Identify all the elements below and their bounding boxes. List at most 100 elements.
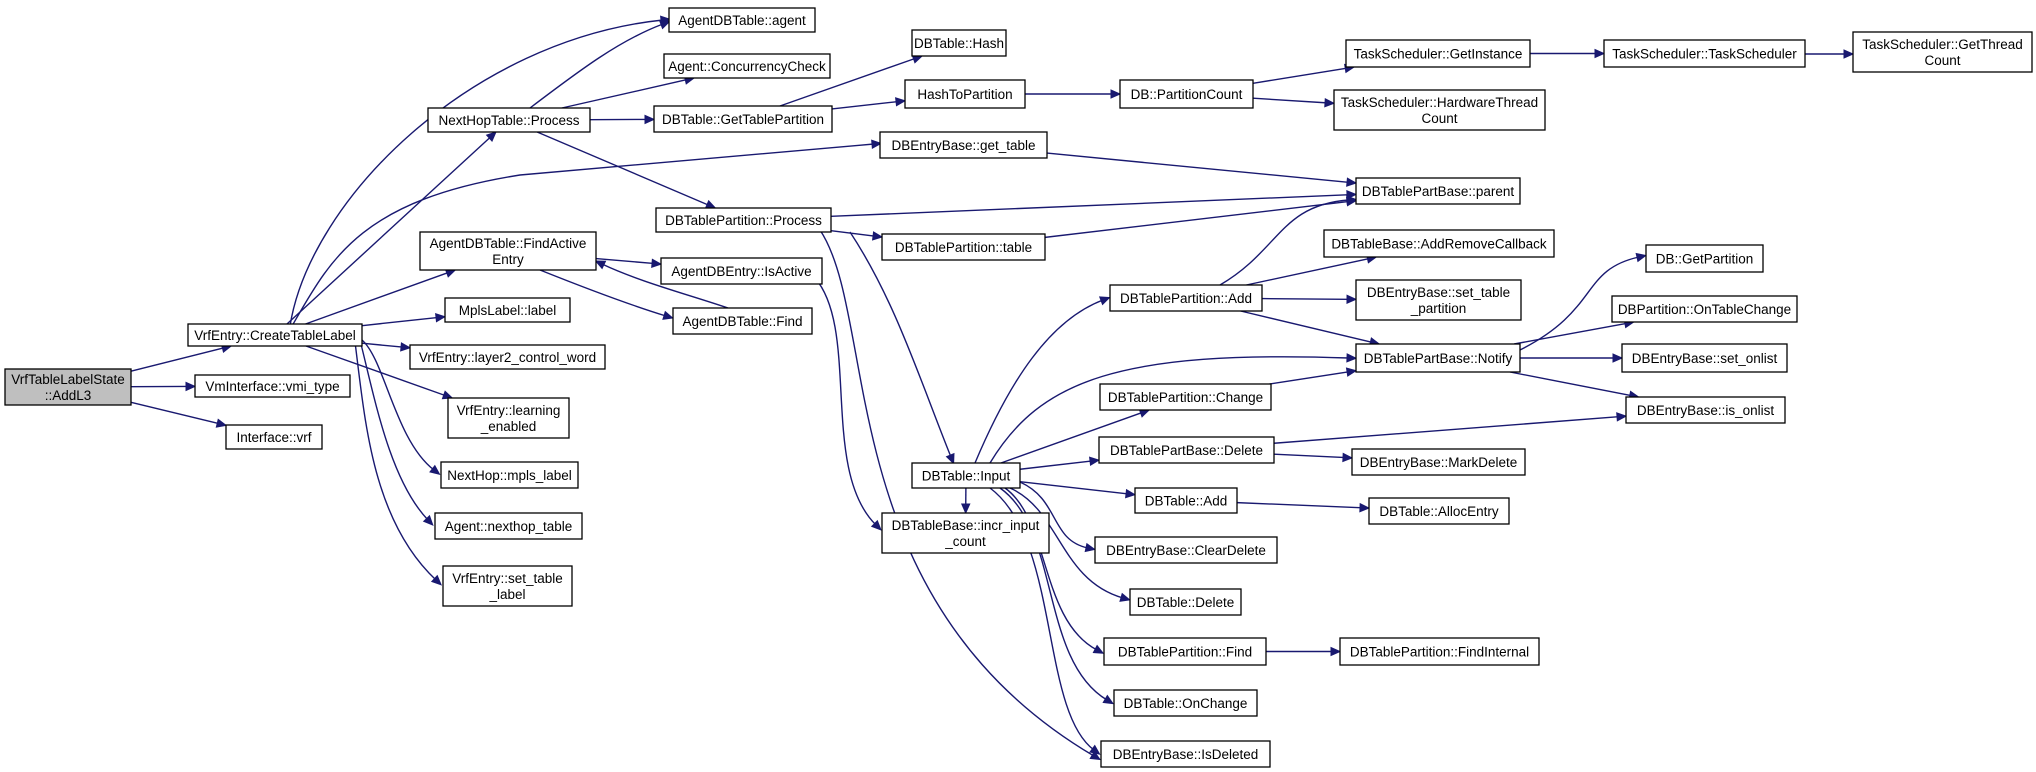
node-nextHopProcess[interactable]: NextHopTable::Process (427, 107, 591, 133)
node-partFind[interactable]: DBTablePartition::Find (1103, 637, 1267, 666)
node-box (911, 29, 1007, 57)
edge-arrowhead (422, 514, 434, 526)
node-onChange[interactable]: DBTable::OnChange (1113, 689, 1258, 717)
edge-arrowhead (1346, 195, 1358, 205)
node-agentDBTableAgent[interactable]: AgentDBTable::agent (668, 7, 816, 33)
node-markDelete[interactable]: DBEntryBase::MarkDelete (1351, 448, 1526, 476)
edge-line (1019, 481, 1089, 549)
node-partBaseDelete[interactable]: DBTablePartBase::Delete (1098, 436, 1275, 464)
node-root[interactable]: VrfTableLabelState::AddL3 (4, 368, 132, 406)
node-isOnlist[interactable]: DBEntryBase::is_onlist (1625, 396, 1786, 424)
node-label: AgentDBTable::FindActive (430, 236, 587, 251)
node-dbTableAdd[interactable]: DBTable::Add (1134, 487, 1238, 514)
node-label: HashToPartition (917, 87, 1012, 102)
edge-arrowhead (1635, 252, 1648, 263)
edge-arrowhead (1084, 542, 1097, 553)
node-hashToPartition[interactable]: HashToPartition (904, 79, 1026, 109)
edge-root-to-createTableLabel (130, 343, 233, 372)
edge-line (529, 23, 664, 109)
node-concurrencyCheck[interactable]: Agent::ConcurrencyCheck (663, 53, 831, 79)
node-label: NextHopTable::Process (438, 113, 579, 128)
node-label: Entry (492, 252, 524, 267)
node-partitionCount[interactable]: DB::PartitionCount (1119, 79, 1254, 109)
node-findInternal[interactable]: DBTablePartition::FindInternal (1339, 637, 1540, 666)
node-createTableLabel[interactable]: VrfEntry::CreateTableLabel (187, 323, 363, 347)
edge-dbInput-to-partBaseDelete (1019, 456, 1101, 470)
edge-line (1044, 201, 1348, 239)
edge-arrowhead (945, 452, 955, 465)
edge-line (1509, 371, 1630, 396)
node-onTableChange[interactable]: DBPartition::OnTableChange (1611, 295, 1798, 323)
node-label: DBTable::OnChange (1124, 696, 1248, 711)
edge-arrowhead (400, 342, 412, 352)
node-label: DBEntryBase::MarkDelete (1360, 455, 1518, 470)
node-partitionTable[interactable]: DBTablePartition::table (881, 233, 1046, 261)
node-box (1098, 436, 1275, 464)
node-getTable[interactable]: DBEntryBase::get_table (879, 131, 1048, 159)
node-dbTableHash[interactable]: DBTable::Hash (911, 29, 1007, 57)
node-vmiType[interactable]: VmInterface::vmi_type (194, 374, 351, 398)
edge-arrowhead (1616, 412, 1628, 422)
node-isActive[interactable]: AgentDBEntry::IsActive (660, 257, 823, 285)
node-isDeleted[interactable]: DBEntryBase::IsDeleted (1100, 740, 1271, 768)
node-label: VrfEntry::CreateTableLabel (194, 328, 356, 343)
edge-taskScheduler-to-getThreadCount (1805, 49, 1855, 59)
edge-dbPartitionProcess-to-isDeleted (819, 229, 1102, 761)
node-label: _label (488, 587, 525, 602)
node-box (1645, 244, 1764, 273)
node-taskScheduler[interactable]: TaskScheduler::TaskScheduler (1603, 39, 1806, 68)
node-nhMplsLabel[interactable]: NextHop::mpls_label (440, 461, 579, 489)
node-box (1625, 396, 1786, 424)
edge-arrowhead (1092, 644, 1105, 654)
node-setTableLabel[interactable]: VrfEntry::set_table_label (442, 565, 573, 607)
node-clearDelete[interactable]: DBEntryBase::ClearDelete (1094, 536, 1278, 564)
node-box (1333, 89, 1546, 131)
node-box (444, 297, 571, 323)
node-dbInput[interactable]: DBTable::Input (911, 462, 1021, 489)
edge-hashToPartition-to-partitionCount (1025, 89, 1122, 99)
node-partAdd[interactable]: DBTablePartition::Add (1109, 284, 1263, 312)
node-getInstance[interactable]: TaskScheduler::GetInstance (1345, 39, 1531, 68)
node-label: DBTablePartition::FindInternal (1350, 645, 1529, 660)
node-setOnlist[interactable]: DBEntryBase::set_onlist (1621, 343, 1788, 373)
node-agentFind[interactable]: AgentDBTable::Find (672, 307, 813, 335)
edge-root-to-vmiType (130, 381, 197, 392)
node-label: ::AddL3 (45, 388, 92, 403)
node-allocEntry[interactable]: DBTable::AllocEntry (1368, 497, 1510, 525)
node-parent[interactable]: DBTablePartBase::parent (1355, 177, 1521, 205)
node-label: DBTablePartition::Add (1120, 291, 1252, 306)
edge-line (849, 231, 952, 458)
node-mplsLabel[interactable]: MplsLabel::label (444, 297, 571, 323)
node-box (440, 461, 579, 489)
node-label: DBTable::Input (922, 469, 1011, 484)
edge-findActiveEntry-to-isActive (595, 257, 663, 269)
edge-getTable-to-parent (1046, 152, 1358, 187)
node-label: TaskScheduler::HardwareThread (1341, 95, 1538, 110)
node-getPartition[interactable]: DB::GetPartition (1645, 244, 1764, 273)
node-label: DBEntryBase::set_onlist (1632, 351, 1778, 366)
node-layer2ControlWord[interactable]: VrfEntry::layer2_control_word (409, 344, 606, 370)
edge-line (354, 341, 437, 581)
node-getTablePartition[interactable]: DBTable::GetTablePartition (653, 105, 833, 133)
node-label: _partition (1410, 301, 1467, 316)
edge-createTableLabel-to-mplsLabel (361, 312, 447, 327)
edge-line (305, 272, 448, 325)
node-addRemoveCallback[interactable]: DBTableBase::AddRemoveCallback (1323, 229, 1555, 258)
edge-nextHopProcess-to-concurrencyCheck (561, 75, 696, 109)
node-ifVrf[interactable]: Interface::vrf (225, 424, 323, 450)
node-dbPartitionProcess[interactable]: DBTablePartition::Process (655, 207, 832, 233)
edge-notify-to-getPartition (1519, 252, 1648, 351)
node-incrInputCount[interactable]: DBTableBase::incr_input_count (881, 512, 1050, 554)
node-learningEnabled[interactable]: VrfEntry::learning_enabled (447, 397, 570, 439)
node-partChange[interactable]: DBTablePartition::Change (1099, 383, 1272, 411)
edge-dbTableAdd-to-allocEntry (1236, 501, 1371, 513)
node-setTablePartition[interactable]: DBEntryBase::set_table_partition (1355, 279, 1522, 321)
node-dbTableDelete[interactable]: DBTable::Delete (1129, 588, 1242, 616)
node-notify[interactable]: DBTablePartBase::Notify (1355, 343, 1521, 373)
node-nexthopTable[interactable]: Agent::nexthop_table (434, 512, 583, 540)
edge-dbInput-to-incrInputCount (960, 487, 971, 515)
node-label: Agent::ConcurrencyCheck (668, 59, 826, 74)
